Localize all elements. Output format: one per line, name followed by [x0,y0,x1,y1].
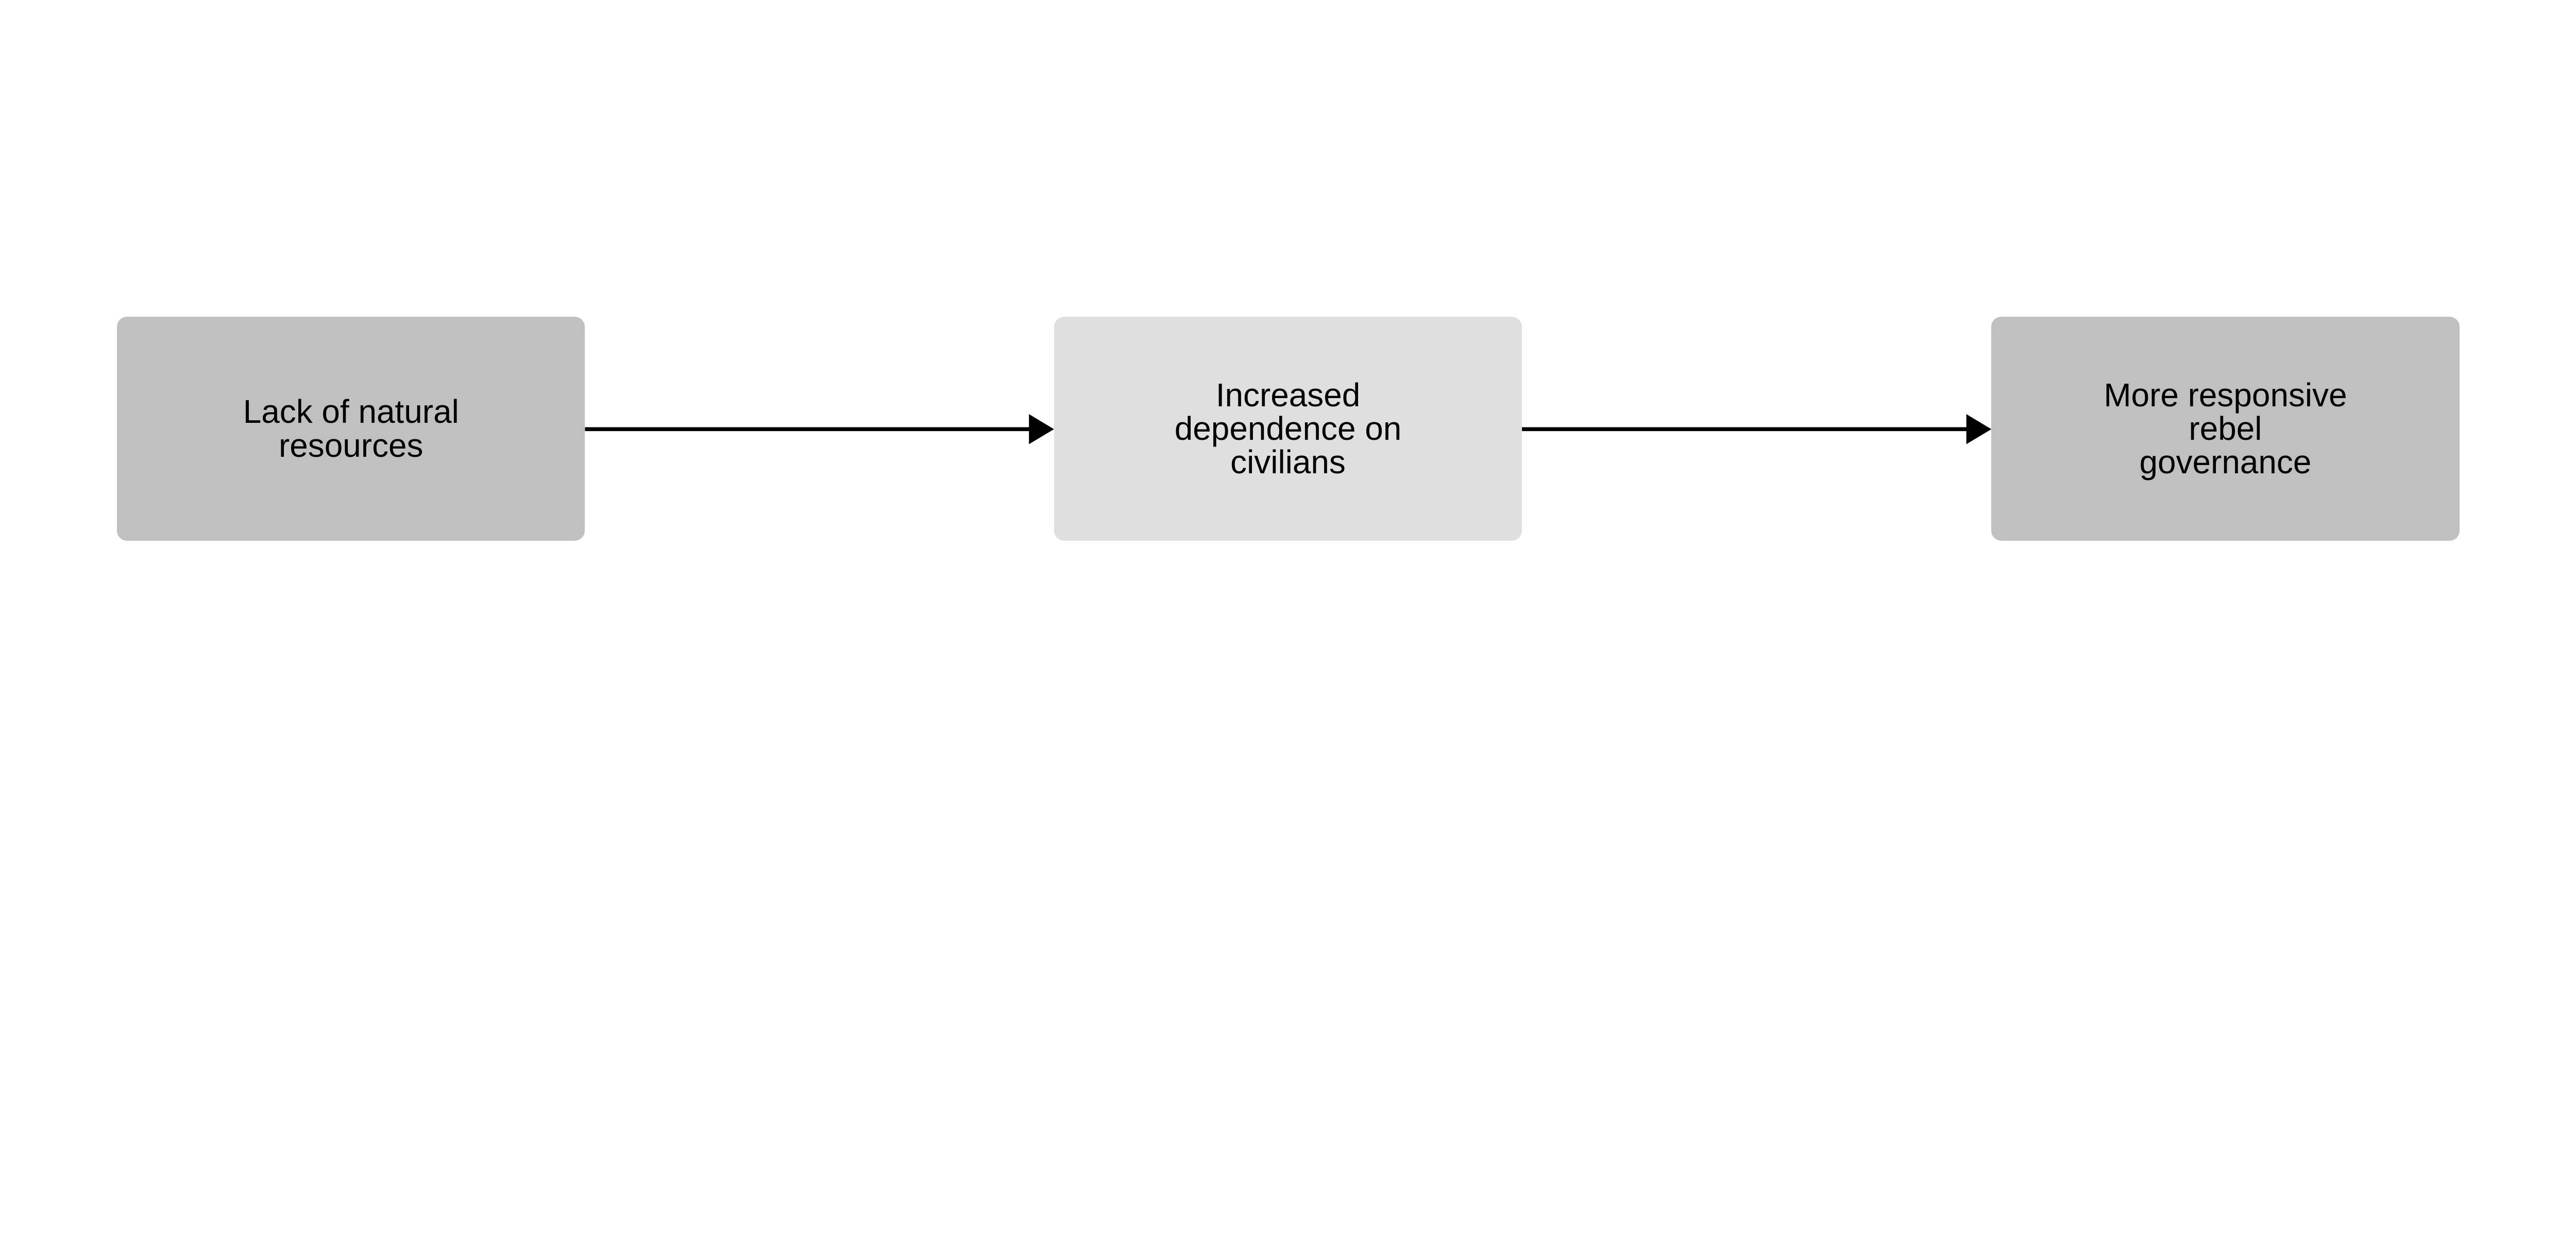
node-more-responsive-rebel-governance: More responsive rebel governance [1991,317,2460,541]
node-label: Increased dependence on civilians [1174,376,1402,481]
arrowhead-icon [1029,414,1054,444]
arrowhead-icon [1966,414,1992,444]
node-lack-of-natural-resources: Lack of natural resources [117,317,585,541]
node-label: More responsive rebel governance [2104,376,2347,481]
edge-resources-to-dependence [585,414,1054,444]
node-label: Lack of natural resources [243,393,459,464]
edges-layer [585,414,1992,444]
node-increased-dependence-on-civilians: Increased dependence on civilians [1054,317,1522,541]
edge-dependence-to-governance [1522,414,1992,444]
